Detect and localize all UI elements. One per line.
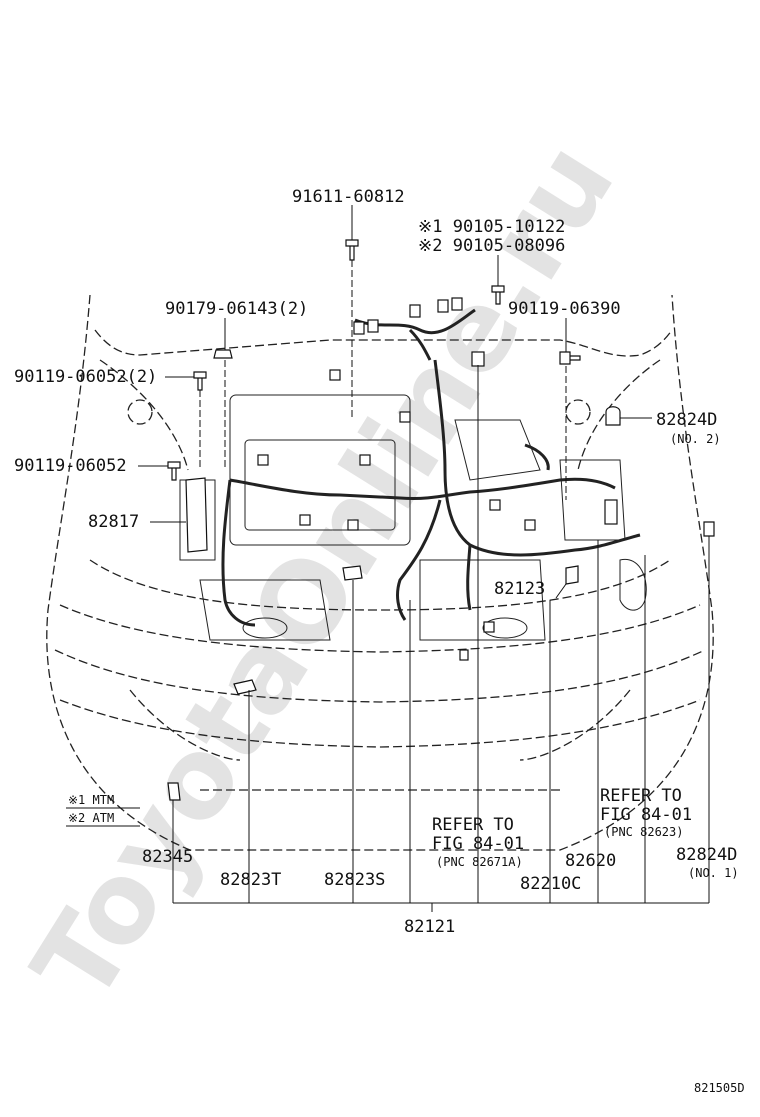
clamp-82824D-no2-icon <box>605 406 621 426</box>
label-82121: 82121 <box>404 917 455 937</box>
label-90179-06143: 90179-06143(2) <box>165 299 308 319</box>
bolt-91611-icon <box>345 239 359 261</box>
label-82824D-no2: 82824D <box>656 410 717 430</box>
label-82620: 82620 <box>565 851 616 871</box>
label-82824D-no1: 82824D <box>676 845 737 865</box>
ref1-line3: (PNC 82671A) <box>436 855 523 869</box>
legend-note-mtm: ※1 MTM <box>68 793 114 807</box>
vehicle-body-outline <box>46 294 714 851</box>
connector-82823S-icon <box>342 565 363 581</box>
label-90105-10122: ※1 90105-10122 <box>418 217 565 237</box>
label-82824D-no2-sub: (NO. 2) <box>670 432 721 446</box>
wire-harness <box>221 308 641 627</box>
label-90119-06052-2: 90119-06052(2) <box>14 367 157 387</box>
ref2-line1: REFER TO <box>600 786 682 806</box>
label-82210C: 82210C <box>520 874 581 894</box>
parts <box>167 239 715 801</box>
bolt-90119-06052-icon <box>167 461 181 481</box>
figure-number: 821505D <box>694 1081 745 1095</box>
label-82824D-no1-sub: (NO. 1) <box>688 866 739 880</box>
ref2-line3: (PNC 82623) <box>604 825 683 839</box>
leader-lines <box>138 205 710 912</box>
ref2-line2: FIG 84-01 <box>600 805 692 825</box>
ref1-line2: FIG 84-01 <box>432 834 524 854</box>
label-82823S: 82823S <box>324 870 385 890</box>
connector-82123-icon <box>565 565 579 585</box>
bolt-90119-06390-icon <box>559 351 581 365</box>
label-82345: 82345 <box>142 847 193 867</box>
label-90119-06052: 90119-06052 <box>14 456 127 476</box>
bolt-90119-06052-2-icon <box>193 371 207 391</box>
label-82123: 82123 <box>494 579 545 599</box>
connector-82823T-icon <box>233 679 257 695</box>
legend-note-atm: ※2 ATM <box>68 811 114 825</box>
label-82823T: 82823T <box>220 870 281 890</box>
label-90119-06390: 90119-06390 <box>508 299 621 319</box>
part-labels: 91611-60812 ※1 90105-10122 ※2 90105-0809… <box>14 187 745 1095</box>
bracket-82817-icon <box>185 477 208 553</box>
bolt-90105-icon <box>491 285 505 305</box>
label-90105-08096: ※2 90105-08096 <box>418 236 565 256</box>
clamp-82824D-no1-icon <box>703 521 715 537</box>
ref1-line1: REFER TO <box>432 815 514 835</box>
nut-90179-icon <box>213 349 233 359</box>
label-82817: 82817 <box>88 512 139 532</box>
label-91611-60812: 91611-60812 <box>292 187 405 207</box>
clip-82345-icon <box>167 782 181 801</box>
